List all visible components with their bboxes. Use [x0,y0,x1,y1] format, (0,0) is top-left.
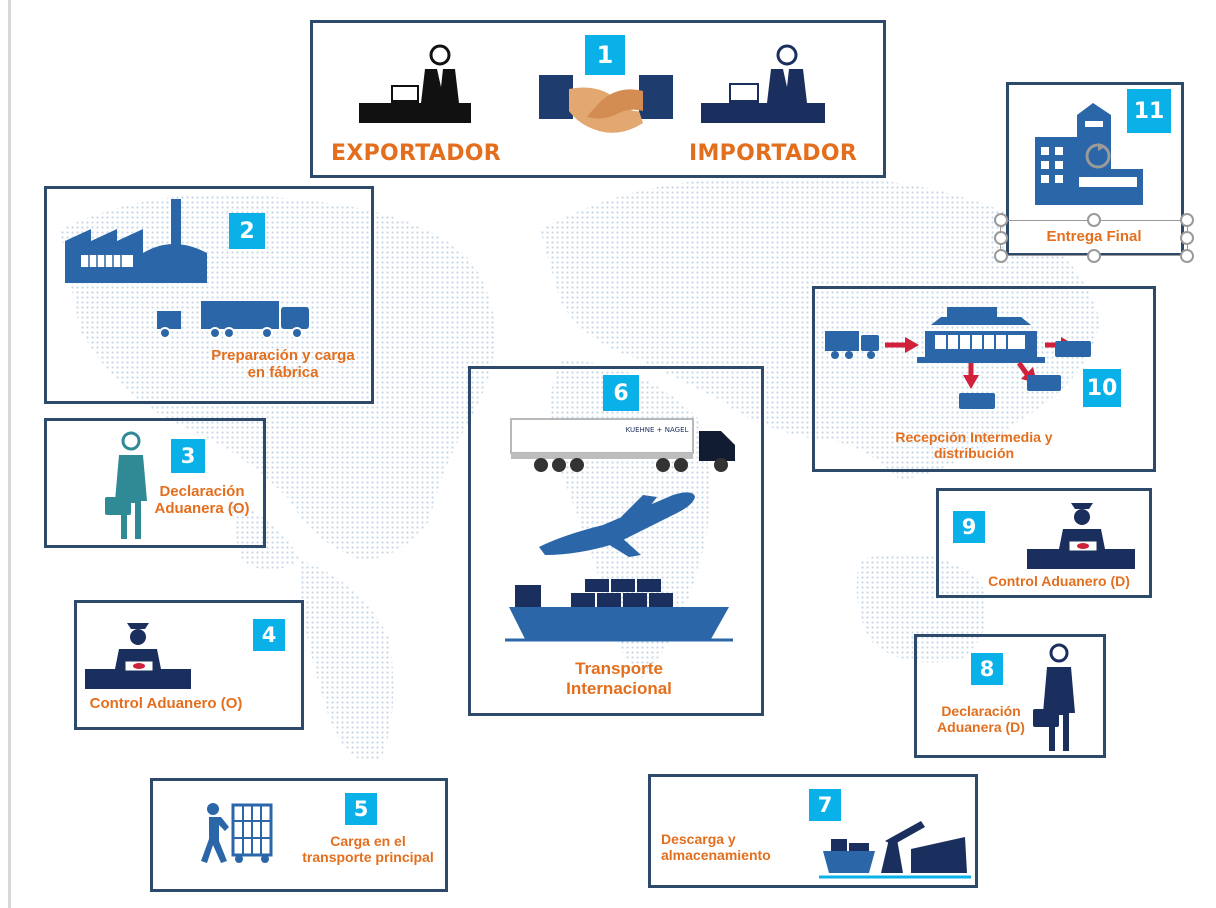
step-8-label-line-1: Declaración [941,703,1021,719]
step-2-label-line-1: Preparación y carga [211,347,355,364]
step-1-box[interactable]: 1 EXPORTADOR IMPORTADOR [310,20,886,178]
resize-handle-bottom-right[interactable] [1180,249,1194,263]
step-11-badge: 11 [1127,89,1171,133]
exporter-label: EXPORTADOR [331,141,501,166]
step-4-badge: 4 [253,619,285,651]
step-7-label: Descarga y almacenamiento [661,831,811,863]
step-11-box[interactable]: 11 [1006,82,1184,256]
step-9-badge: 9 [953,511,985,543]
resize-handle-top-right[interactable] [1180,213,1194,227]
step-5-box[interactable]: 5 Carga en el transporte principal [150,778,448,892]
step-1-badge: 1 [585,35,625,75]
step-8-label: Declaración Aduanera (D) [921,703,1041,735]
businessman-phone-icon [701,44,825,123]
left-edge-divider [8,0,11,908]
importer-label: IMPORTADOR [689,141,858,166]
resize-handle-bottom-center[interactable] [1087,249,1101,263]
container-ship-icon [505,579,733,642]
resize-handle-middle-right[interactable] [1180,231,1194,245]
step-6-badge: 6 [603,375,639,411]
resize-handle-top-left[interactable] [994,213,1008,227]
step-7-label-line-2: almacenamiento [661,847,771,864]
step-5-label-line-2: transporte principal [302,849,434,866]
step-11-label[interactable]: Entrega Final [1046,228,1142,245]
step-6-box[interactable]: 6 KUEHNE + NAGEL Transporte Internaciona… [468,366,764,716]
step-7-box[interactable]: 7 Descarga y almacenamiento [648,774,978,888]
step-4-label: Control Aduanero (O) [89,695,243,712]
step-2-label-line-2: en fábrica [247,364,319,382]
worker-cart-icon [201,803,273,863]
resize-handle-middle-left[interactable] [994,231,1008,245]
step-7-badge: 7 [809,789,841,821]
customs-officer-icon [85,623,191,689]
step-8-label-line-2: Aduanera (D) [937,719,1025,736]
port-crane-ship-icon [819,821,971,879]
step-4-box[interactable]: 4 Control Aduanero (O) [74,600,304,730]
building-icon [1035,103,1143,205]
resize-handle-bottom-left[interactable] [994,249,1008,263]
step-3-label-line-2: Aduanera (O) [154,500,250,518]
step-3-box[interactable]: 3 Declaración Aduanera (O) [44,418,266,548]
customs-officer-icon [1027,503,1135,569]
step-5-label: Carga en el transporte principal [287,833,445,866]
businessman-phone-icon [359,44,471,123]
rotate-handle-icon[interactable] [1083,141,1113,171]
step-5-label-line-1: Carga en el [330,833,406,849]
truck-icon [157,301,309,339]
step-9-label: Control Aduanero (D) [988,573,1130,589]
trailer-truck-icon: KUEHNE + NAGEL [510,418,735,472]
step-2-badge: 2 [229,213,265,249]
resize-handle-top-center[interactable] [1087,213,1101,227]
step-6-label-line-1: Transporte [575,659,663,678]
official-briefcase-icon [1033,643,1075,751]
step-10-box[interactable]: 10 Recepción Intermedia y distribución [812,286,1156,472]
step-2-box[interactable]: 2 Preparación y carga en fábrica [44,186,374,404]
official-briefcase-icon [105,431,147,539]
step-7-label-line-1: Descarga y [661,831,736,847]
step-2-label: Preparación y carga en fábrica [197,347,369,382]
step-5-badge: 5 [345,793,377,825]
step-3-label: Declaración Aduanera (O) [143,483,261,518]
step-8-box[interactable]: 8 Declaración Aduanera (D) [914,634,1106,758]
step-6-label: Transporte Internacional [531,659,707,698]
step-3-label-line-1: Declaración [159,483,245,500]
step-6-label-line-2: Internacional [566,678,672,698]
handshake-icon [539,75,673,133]
trailer-logo-text: KUEHNE + NAGEL [626,426,689,434]
step-8-badge: 8 [971,653,1003,685]
airplane-icon [539,492,695,557]
step-10-label-line-1: Recepción Intermedia y [895,429,1053,445]
factory-icon [65,199,207,283]
step-10-badge: 10 [1083,369,1121,407]
step-10-label: Recepción Intermedia y distribución [859,429,1089,461]
step-3-badge: 3 [171,439,205,473]
distribution-center-icon [825,307,1091,409]
step-9-box[interactable]: 9 Control Aduanero (D) [936,488,1152,598]
step-10-label-line-2: distribución [933,445,1015,462]
